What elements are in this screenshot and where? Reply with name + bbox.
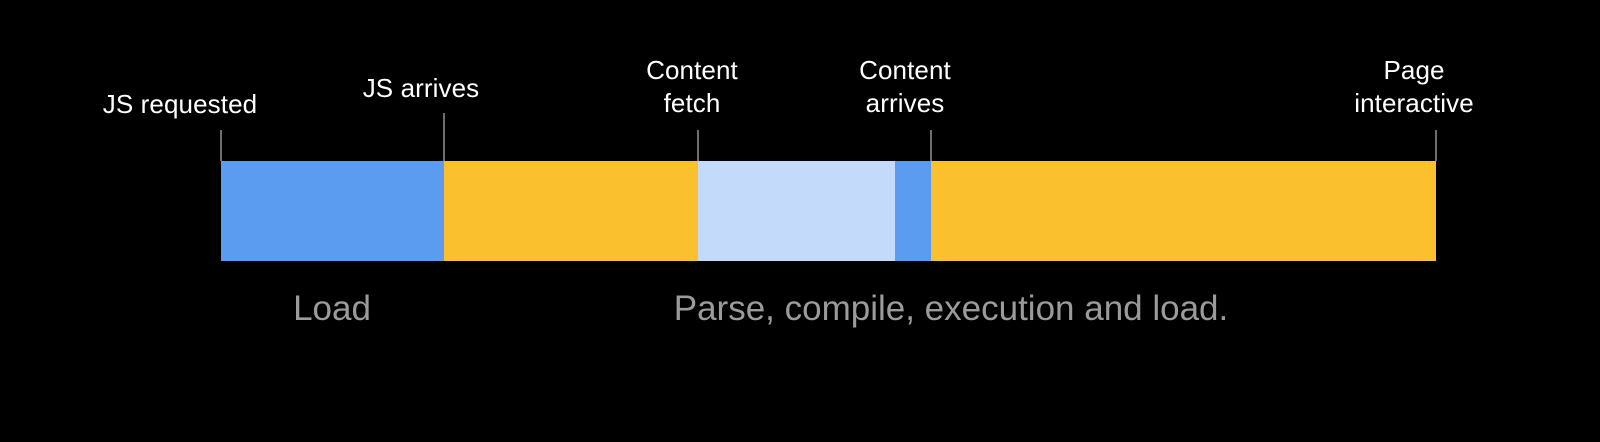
marker-label-js-arrives: JS arrives bbox=[321, 72, 521, 105]
marker-text-line: fetch bbox=[663, 88, 721, 118]
tick-js-requested bbox=[220, 130, 222, 161]
marker-text-line: Content bbox=[646, 55, 738, 85]
marker-text-line: Content bbox=[859, 55, 951, 85]
marker-text-line: arrives bbox=[865, 88, 945, 118]
bar-segment-content-download bbox=[895, 161, 931, 261]
bar-segment-parse-compile bbox=[444, 161, 698, 261]
marker-text-line: interactive bbox=[1354, 88, 1474, 118]
tick-js-arrives bbox=[443, 113, 445, 161]
caption-parse: Parse, compile, execution and load. bbox=[673, 289, 1229, 328]
bar-segment-content-fetch-wait bbox=[698, 161, 895, 261]
marker-label-js-requested: JS requested bbox=[70, 88, 290, 121]
caption-load: Load bbox=[293, 289, 371, 328]
marker-text-line: JS arrives bbox=[362, 73, 480, 103]
bar-segment-load-download bbox=[221, 161, 444, 261]
marker-text-line: Page bbox=[1383, 55, 1445, 85]
tick-content-arrives bbox=[930, 130, 932, 161]
marker-text-line: JS requested bbox=[102, 89, 258, 119]
bar-segment-execution-load bbox=[931, 161, 1436, 261]
timeline-bar bbox=[221, 161, 1436, 261]
tick-content-fetch bbox=[697, 130, 699, 161]
tick-page-interactive bbox=[1435, 130, 1437, 161]
